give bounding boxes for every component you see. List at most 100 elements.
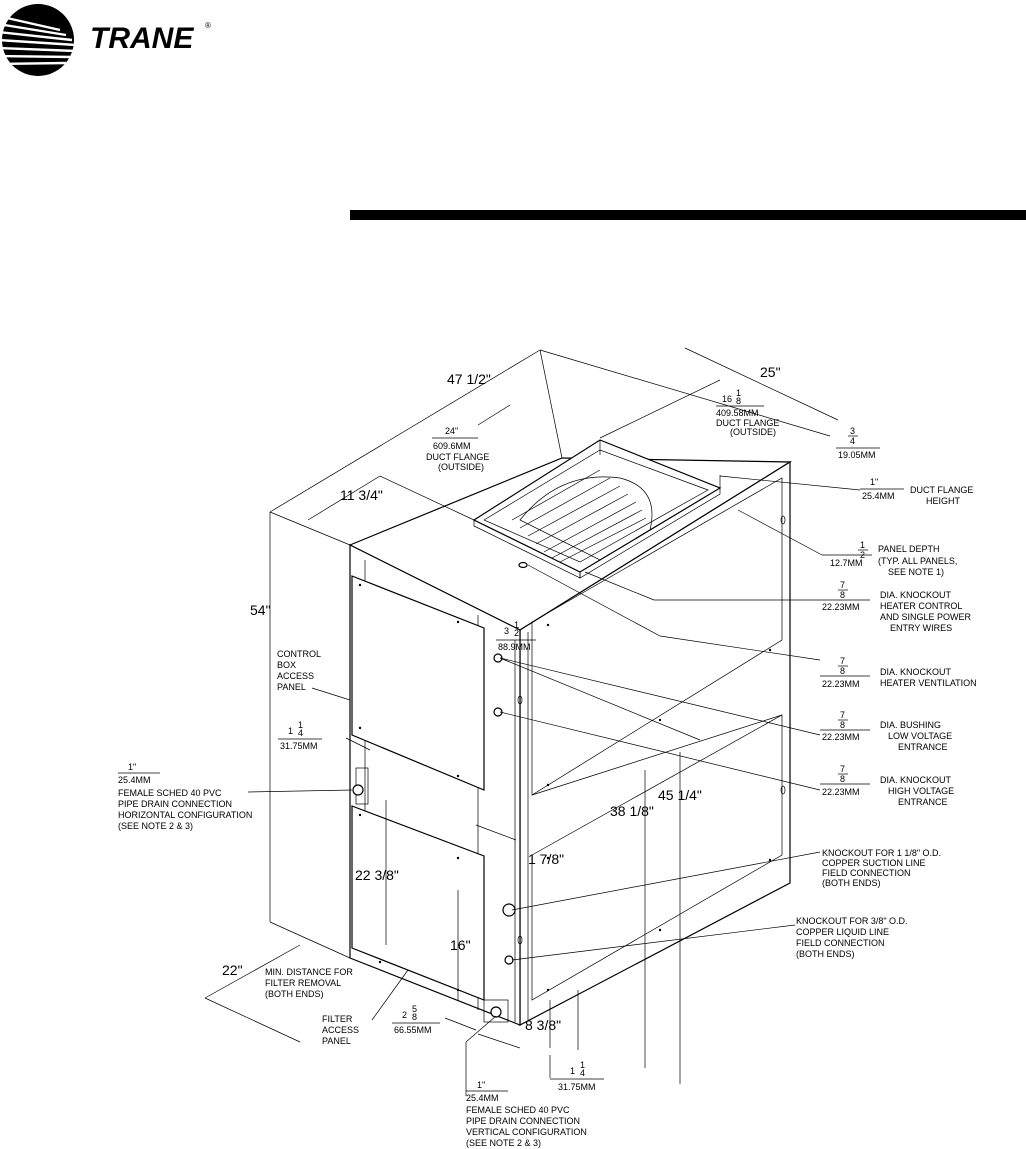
dim-22-3-8: 22 3/8" <box>355 867 399 883</box>
svg-text:AND SINGLE POWER: AND SINGLE POWER <box>880 612 972 622</box>
dimension-lines <box>204 347 839 1084</box>
svg-text:PANEL: PANEL <box>277 682 306 692</box>
callout-control-box-access-panel: CONTROL BOX ACCESS PANEL <box>277 649 321 692</box>
svg-text:1: 1 <box>570 1066 575 1076</box>
svg-text:8: 8 <box>840 666 845 676</box>
svg-text:31.75MM: 31.75MM <box>280 741 318 751</box>
callout-knockout-heater-control: 7 8 22.23MM DIA. KNOCKOUT HEATER CONTROL… <box>820 580 972 633</box>
svg-text:25.4MM: 25.4MM <box>118 775 151 785</box>
svg-text:1": 1" <box>128 762 136 772</box>
callout-three-quarter: 3 4 19.05MM <box>836 426 880 460</box>
svg-text:16: 16 <box>722 394 732 404</box>
side-panel-lower <box>531 714 783 1001</box>
svg-text:1: 1 <box>860 540 865 550</box>
svg-text:25.4MM: 25.4MM <box>466 1093 499 1103</box>
duct-flange <box>472 439 722 579</box>
svg-text:24": 24" <box>445 426 458 436</box>
svg-text:1: 1 <box>736 388 741 398</box>
svg-text:409.58MM: 409.58MM <box>716 408 759 418</box>
trane-logo: TRANE ® <box>0 4 211 76</box>
callout-duct-flange-16: 16 1 8 409.58MM DUCT FLANGE (OUTSIDE) <box>716 388 779 437</box>
dim-16: 16" <box>450 937 471 953</box>
svg-text:BOX: BOX <box>277 660 296 670</box>
svg-text:2: 2 <box>402 1010 407 1020</box>
header-rule <box>350 210 1026 220</box>
svg-text:(OUTSIDE): (OUTSIDE) <box>730 427 776 437</box>
svg-text:1: 1 <box>298 720 303 730</box>
svg-text:4: 4 <box>580 1068 585 1078</box>
svg-text:DUCT FLANGE: DUCT FLANGE <box>426 452 489 462</box>
svg-text:4: 4 <box>298 728 303 738</box>
svg-text:ENTRANCE: ENTRANCE <box>898 797 948 807</box>
svg-text:DIA. BUSHING: DIA. BUSHING <box>880 720 941 730</box>
svg-text:KNOCKOUT FOR 1 1/8" O.D.: KNOCKOUT FOR 1 1/8" O.D. <box>822 848 941 858</box>
svg-text:ENTRY WIRES: ENTRY WIRES <box>890 623 952 633</box>
svg-text:8: 8 <box>840 590 845 600</box>
callout-three-half: 3 1 2 88.9MM <box>496 620 536 652</box>
svg-text:8: 8 <box>736 396 741 406</box>
svg-text:HEIGHT: HEIGHT <box>926 496 961 506</box>
brand-name: TRANE <box>90 22 194 55</box>
vertical-drain-icon <box>490 1006 502 1018</box>
svg-text:8: 8 <box>840 774 845 784</box>
svg-text:1": 1" <box>870 477 878 487</box>
dim-height: 54" <box>250 602 271 618</box>
svg-text:22.23MM: 22.23MM <box>822 787 860 797</box>
svg-text:22.23MM: 22.23MM <box>822 602 860 612</box>
callout-one-quarter-bottom: 1 1 4 31.75MM <box>550 1060 604 1092</box>
svg-text:FEMALE SCHED 40 PVC: FEMALE SCHED 40 PVC <box>118 788 222 798</box>
dim-22: 22" <box>222 962 243 978</box>
callout-one-quarter: 1 1 4 31.75MM <box>278 720 322 751</box>
control-box-access-panel <box>351 575 485 791</box>
svg-text:MIN. DISTANCE FOR: MIN. DISTANCE FOR <box>265 967 353 977</box>
svg-text:7: 7 <box>840 764 845 774</box>
svg-text:DIA. KNOCKOUT: DIA. KNOCKOUT <box>880 667 952 677</box>
svg-text:7: 7 <box>840 580 845 590</box>
dim-38: 38 1/8" <box>610 803 654 819</box>
svg-text:(SEE NOTE 2 & 3): (SEE NOTE 2 & 3) <box>466 1138 541 1148</box>
svg-text:COPPER SUCTION LINE: COPPER SUCTION LINE <box>822 858 926 868</box>
svg-text:7: 7 <box>840 710 845 720</box>
svg-text:1: 1 <box>514 620 519 630</box>
svg-text:8: 8 <box>840 720 845 730</box>
horizontal-drain-icon <box>352 784 364 796</box>
svg-text:(TYP. ALL PANELS,: (TYP. ALL PANELS, <box>878 556 957 566</box>
svg-text:HEATER CONTROL: HEATER CONTROL <box>880 601 962 611</box>
leader-lines <box>247 475 861 1096</box>
liquid-line-knockout-icon <box>504 955 514 965</box>
svg-text:ACCESS: ACCESS <box>322 1025 359 1035</box>
svg-text:609.6MM: 609.6MM <box>433 441 471 451</box>
svg-text:5: 5 <box>412 1004 417 1014</box>
svg-text:DUCT FLANGE: DUCT FLANGE <box>910 485 973 495</box>
callout-two-five-eighths: 2 5 8 66.55MM <box>392 1004 440 1035</box>
callout-suction-line: KNOCKOUT FOR 1 1/8" O.D. COPPER SUCTION … <box>822 848 941 888</box>
svg-text:DIA. KNOCKOUT: DIA. KNOCKOUT <box>880 590 952 600</box>
svg-text:FEMALE SCHED 40 PVC: FEMALE SCHED 40 PVC <box>466 1105 570 1115</box>
dim-8-3-8: 8 3/8" <box>525 1017 561 1033</box>
heater-ventilation-knockout-icon <box>518 561 528 569</box>
svg-text:ENTRANCE: ENTRANCE <box>898 742 948 752</box>
callout-panel-depth: 1 2 12.7MM PANEL DEPTH (TYP. ALL PANELS,… <box>822 540 957 577</box>
callout-min-distance: MIN. DISTANCE FOR FILTER REMOVAL (BOTH E… <box>265 967 353 999</box>
callout-liquid-line: KNOCKOUT FOR 3/8" O.D. COPPER LIQUID LIN… <box>796 916 908 959</box>
svg-text:22.23MM: 22.23MM <box>822 679 860 689</box>
svg-text:1: 1 <box>580 1060 585 1070</box>
svg-text:HIGH VOLTAGE: HIGH VOLTAGE <box>888 786 954 796</box>
drain-plate-bottom <box>483 999 509 1023</box>
registered-mark: ® <box>205 21 211 30</box>
svg-text:FILTER: FILTER <box>322 1014 353 1024</box>
svg-text:LOW VOLTAGE: LOW VOLTAGE <box>888 731 952 741</box>
callout-bushing-low-voltage: 7 8 22.23MM DIA. BUSHING LOW VOLTAGE ENT… <box>820 710 952 752</box>
svg-text:4: 4 <box>850 436 855 446</box>
svg-text:3: 3 <box>504 626 509 636</box>
svg-text:(BOTH ENDS): (BOTH ENDS) <box>822 878 881 888</box>
svg-text:1": 1" <box>477 1080 485 1090</box>
svg-text:COPPER LIQUID LINE: COPPER LIQUID LINE <box>796 927 889 937</box>
callout-knockout-high-voltage: 7 8 22.23MM DIA. KNOCKOUT HIGH VOLTAGE E… <box>820 764 954 807</box>
blower-wheel-icon <box>519 476 653 561</box>
svg-text:1: 1 <box>288 726 293 736</box>
suction-line-knockout-icon <box>502 903 516 917</box>
svg-text:DIA. KNOCKOUT: DIA. KNOCKOUT <box>880 775 952 785</box>
callout-filter-access-panel: FILTER ACCESS PANEL <box>322 1014 359 1046</box>
